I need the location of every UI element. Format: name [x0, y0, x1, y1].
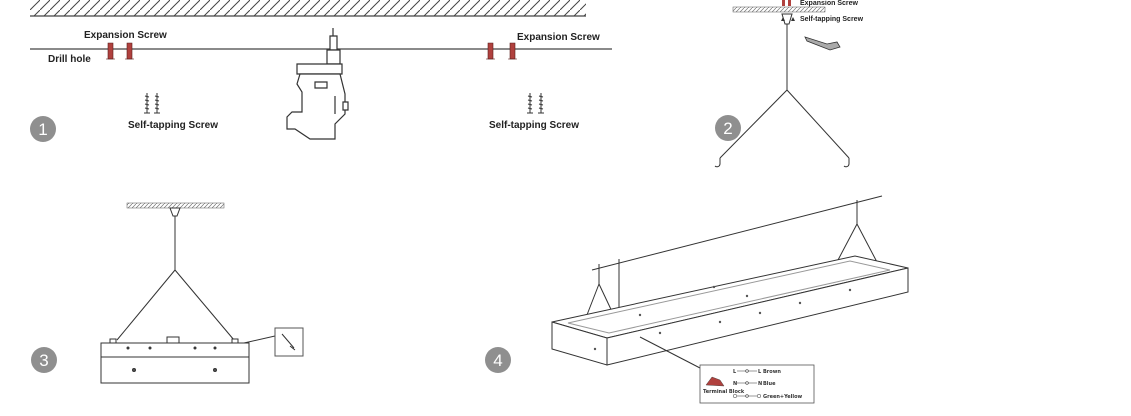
drill-hole-label: Drill hole [48, 54, 91, 65]
wiring-row: L L Brown [733, 369, 781, 375]
svg-text:Green+Yellow: Green+Yellow [763, 394, 803, 400]
expansion-screw-label-left: Expansion Screw [84, 30, 167, 41]
svg-text:L: L [758, 369, 762, 375]
step-1-panel: Expansion Screw Drill hole Expansion Scr… [30, 0, 612, 142]
ceiling-hatch-small [732, 6, 826, 13]
step-badge-1: 1 [30, 116, 56, 142]
light-fixture-perspective [551, 255, 909, 366]
expansion-screw-label: Expansion Screw [800, 0, 859, 7]
svg-text:1: 1 [38, 120, 47, 139]
self-tapping-screw-label-right: Self-tapping Screw [489, 120, 579, 131]
terminal-block-icon: Terminal Block [703, 376, 745, 395]
step-4-panel: Terminal Block L L Brown N N Blue [485, 195, 909, 404]
svg-text:Brown: Brown [763, 369, 781, 375]
svg-text:Blue: Blue [763, 381, 776, 387]
svg-text:N: N [758, 381, 762, 387]
svg-text:4: 4 [493, 351, 502, 370]
svg-text:N: N [733, 381, 737, 387]
step-badge-4: 4 [485, 347, 511, 373]
step-badge-2: 2 [715, 115, 741, 141]
drill-icon [286, 28, 349, 140]
screwdriver-icon [804, 36, 841, 51]
wiring-row: N N Blue [733, 381, 776, 387]
ceiling-mount-cone [781, 13, 793, 25]
ceiling-perspective-line [591, 195, 883, 271]
self-tapping-screw-icon [144, 93, 544, 114]
step-2-panel: Expansion Screw Self-tapping Screw 2 [714, 0, 864, 168]
step-badge-3: 3 [31, 347, 57, 373]
light-fixture-side [100, 336, 250, 384]
svg-text:3: 3 [39, 351, 48, 370]
detail-callout [274, 327, 304, 357]
self-tapping-screw-label: Self-tapping Screw [800, 16, 864, 23]
expansion-anchor-icon-small [782, 0, 791, 6]
svg-text:2: 2 [723, 119, 732, 138]
ceiling-hatch [30, 0, 586, 16]
self-tapping-screw-label-left: Self-tapping Screw [128, 120, 218, 131]
expansion-screw-label-right: Expansion Screw [517, 32, 600, 43]
ceiling-hatch-small [126, 202, 225, 209]
wiring-row: Green+Yellow [732, 393, 803, 400]
expansion-anchor-icon [107, 42, 516, 60]
wiring-diagram-box: Terminal Block L L Brown N N Blue [699, 364, 815, 404]
terminal-block-label: Terminal Block [703, 389, 745, 395]
svg-text:L: L [733, 369, 737, 375]
step-3-panel: 3 [31, 202, 304, 384]
